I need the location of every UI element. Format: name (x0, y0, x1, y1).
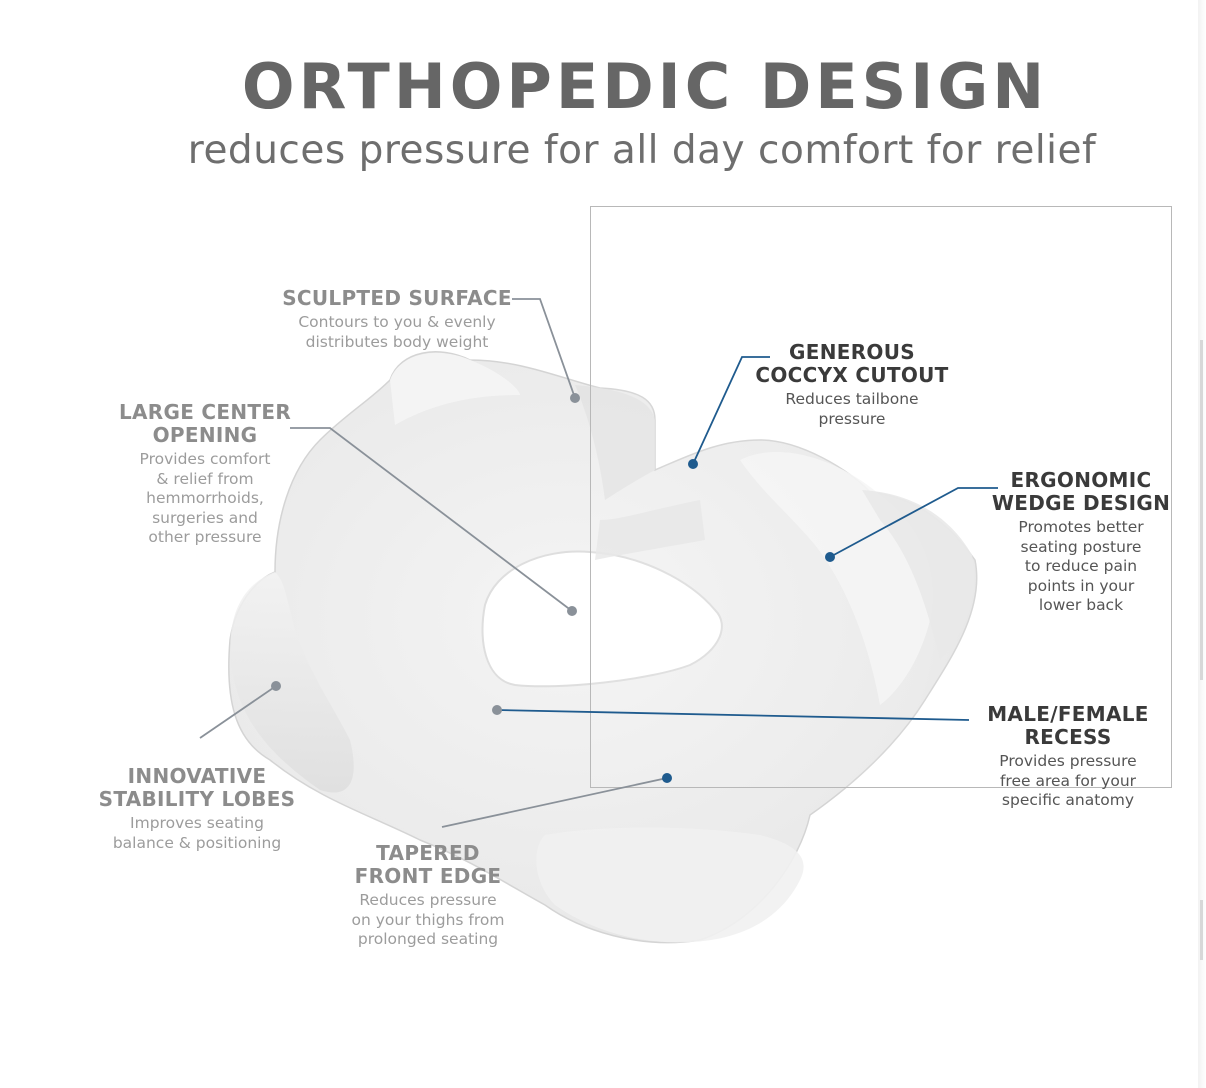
callout-description: Reduces tailbone pressure (785, 390, 919, 428)
callout-description: Contours to you & evenly distributes bod… (298, 313, 496, 351)
callout-description: Improves seating balance & positioning (112, 814, 282, 852)
callout-large-center-opening: LARGE CENTER OPENING Provides comfort & … (100, 401, 310, 548)
callout-ergonomic-wedge-design: ERGONOMIC WEDGE DESIGN Promotes better s… (984, 469, 1178, 616)
callout-title: LARGE CENTER OPENING (118, 400, 292, 447)
callout-description: Provides comfort & relief from hemmorrho… (139, 450, 271, 546)
page-subtitle: reduces pressure for all day comfort for… (187, 128, 1097, 173)
callout-title: TAPERED FRONT EDGE (354, 841, 502, 888)
callout-description: Promotes better seating posture to reduc… (1018, 518, 1144, 614)
callout-title: MALE/FEMALE RECESS (987, 702, 1149, 749)
callout-generous-coccyx-cutout: GENEROUS COCCYX CUTOUT Reduces tailbone … (746, 341, 958, 429)
page-title: ORTHOPEDIC DESIGN (241, 50, 1049, 123)
callout-description: Provides pressure free area for your spe… (999, 752, 1137, 809)
callout-innovative-stability-lobes: INNOVATIVE STABILITY LOBES Improves seat… (90, 765, 304, 853)
callout-title: ERGONOMIC WEDGE DESIGN (991, 468, 1171, 515)
callout-title: INNOVATIVE STABILITY LOBES (98, 764, 296, 811)
callout-tapered-front-edge: TAPERED FRONT EDGE Reduces pressure on y… (330, 842, 526, 950)
adjacent-panel-edge (1198, 0, 1206, 1088)
callout-title: SCULPTED SURFACE (282, 286, 512, 310)
callout-male-female-recess: MALE/FEMALE RECESS Provides pressure fre… (970, 703, 1166, 811)
callout-description: Reduces pressure on your thighs from pro… (351, 891, 505, 948)
callout-title: GENEROUS COCCYX CUTOUT (755, 340, 949, 387)
callout-sculpted-surface: SCULPTED SURFACE Contours to you & evenl… (282, 287, 512, 352)
